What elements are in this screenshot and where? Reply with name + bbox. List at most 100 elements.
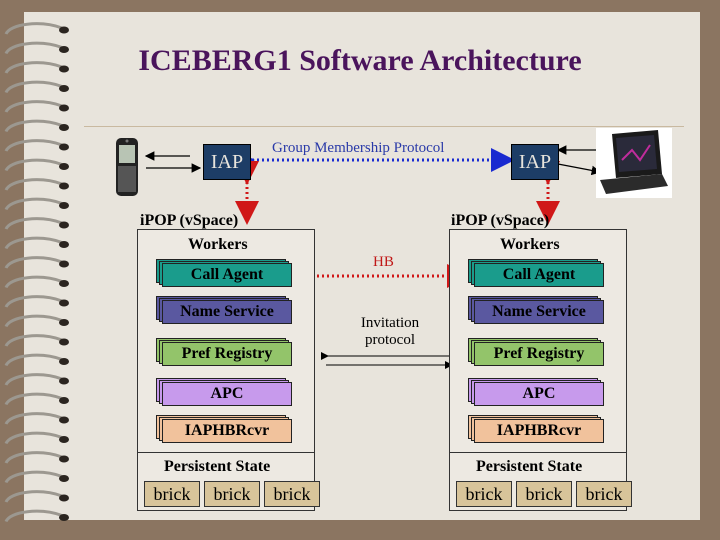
slide-title: ICEBERG1 Software Architecture (138, 44, 582, 77)
left-apc-label: APC (162, 382, 292, 406)
binding-hole (59, 377, 69, 385)
binding-hole (59, 494, 69, 502)
right-brick-1: brick (456, 481, 512, 507)
right-brick-3: brick (576, 481, 632, 507)
left-apc-stack: APC (156, 378, 292, 406)
spiral-ring (4, 295, 63, 308)
left-call-agent-label: Call Agent (162, 263, 292, 287)
binding-hole (59, 358, 69, 365)
hb-label: HB (373, 254, 394, 270)
binding-hole (59, 280, 69, 287)
binding-hole (59, 260, 69, 268)
spiral-ring (4, 509, 63, 523)
left-workers-label: Workers (188, 236, 248, 253)
spiral-ring (4, 275, 63, 289)
right-apc-stack: APC (468, 378, 604, 406)
right-brick-2: brick (516, 481, 572, 507)
right-name-service-label: Name Service (474, 300, 604, 324)
invitation-label: Invitation protocol (340, 315, 440, 349)
binding-hole (59, 65, 69, 73)
left-ipop-label: iPOP (vSpace) (140, 212, 239, 229)
binding-hole (59, 221, 69, 229)
spiral-ring (4, 41, 63, 55)
right-pref-registry-stack: Pref Registry (468, 338, 604, 366)
left-persistent-state-label: Persistent State (164, 458, 271, 475)
binding-hole (59, 124, 69, 131)
spiral-ring (4, 119, 63, 133)
right-state-divider (450, 452, 626, 453)
right-ipop-label: iPOP (vSpace) (451, 212, 550, 229)
spiral-ring (4, 334, 63, 347)
left-brick-3: brick (264, 481, 320, 507)
right-ipop-box: Workers Call Agent Name Service Pref Reg… (449, 229, 632, 511)
laptop-icon (596, 128, 672, 198)
right-apc-label: APC (474, 382, 604, 406)
spiral-ring (4, 178, 63, 191)
binding-hole (59, 46, 69, 53)
left-call-agent-stack: Call Agent (156, 259, 292, 287)
spiral-ring (4, 139, 63, 152)
binding-hole (59, 319, 69, 326)
spiral-ring (4, 431, 63, 445)
left-name-service-stack: Name Service (156, 296, 292, 324)
spiral-ring (4, 412, 63, 425)
binding-hole (59, 514, 69, 521)
binding-hole (59, 85, 69, 92)
gmp-label: Group Membership Protocol (272, 140, 445, 156)
binding-hole (59, 475, 69, 482)
binding-hole (59, 436, 69, 443)
right-call-agent-label: Call Agent (474, 263, 604, 287)
binding-hole (59, 104, 69, 112)
cellphone-icon (116, 138, 138, 196)
spiral-ring (4, 392, 63, 406)
title-rule (84, 126, 684, 127)
binding-hole (59, 299, 69, 307)
spiral-ring (4, 80, 63, 94)
spiral-ring (4, 314, 63, 328)
binding-hole (59, 241, 69, 248)
left-iaphbrcvr-label: IAPHBRcvr (162, 419, 292, 443)
right-pref-registry-label: Pref Registry (474, 342, 604, 366)
spiral-ring (4, 490, 63, 503)
left-brick-1: brick (144, 481, 200, 507)
spiral-ring (4, 373, 63, 386)
spiral-ring (4, 100, 63, 113)
left-brick-2: brick (204, 481, 260, 507)
left-name-service-label: Name Service (162, 300, 292, 324)
right-iaphbrcvr-label: IAPHBRcvr (474, 419, 604, 443)
binding-hole (59, 338, 69, 346)
spiral-ring (4, 158, 63, 172)
binding-hole (59, 26, 69, 34)
invitation-label-line1: Invitation (360, 315, 420, 331)
spiral-ring (4, 451, 63, 464)
iap-to-laptop-arrow (557, 163, 602, 176)
left-iap-box: IAP (203, 144, 251, 180)
spiral-ring (4, 353, 63, 367)
left-iaphbrcvr-stack: IAPHBRcvr (156, 415, 292, 443)
binding-hole (59, 163, 69, 170)
spiral-ring (4, 61, 63, 74)
binding-hole (59, 182, 69, 190)
binding-hole (59, 202, 69, 209)
right-call-agent-stack: Call Agent (468, 259, 604, 287)
spiral-ring (4, 256, 63, 269)
spiral-ring (4, 470, 63, 484)
right-persistent-state-label: Persistent State (476, 458, 583, 475)
spiral-ring (4, 197, 63, 211)
left-pref-registry-label: Pref Registry (162, 342, 292, 366)
left-ipop-box: Workers Call Agent Name Service Pref Reg… (137, 229, 320, 511)
binding-hole (59, 143, 69, 151)
binding-hole (59, 416, 69, 424)
right-iaphbrcvr-stack: IAPHBRcvr (468, 415, 604, 443)
left-pref-registry-stack: Pref Registry (156, 338, 292, 366)
left-state-divider (138, 452, 314, 453)
right-iap-box: IAP (511, 144, 559, 180)
spiral-ring (4, 22, 63, 35)
binding-hole (59, 455, 69, 463)
invitation-label-line2: protocol (365, 332, 415, 348)
spiral-ring (4, 236, 63, 250)
binding-hole (59, 397, 69, 404)
right-name-service-stack: Name Service (468, 296, 604, 324)
